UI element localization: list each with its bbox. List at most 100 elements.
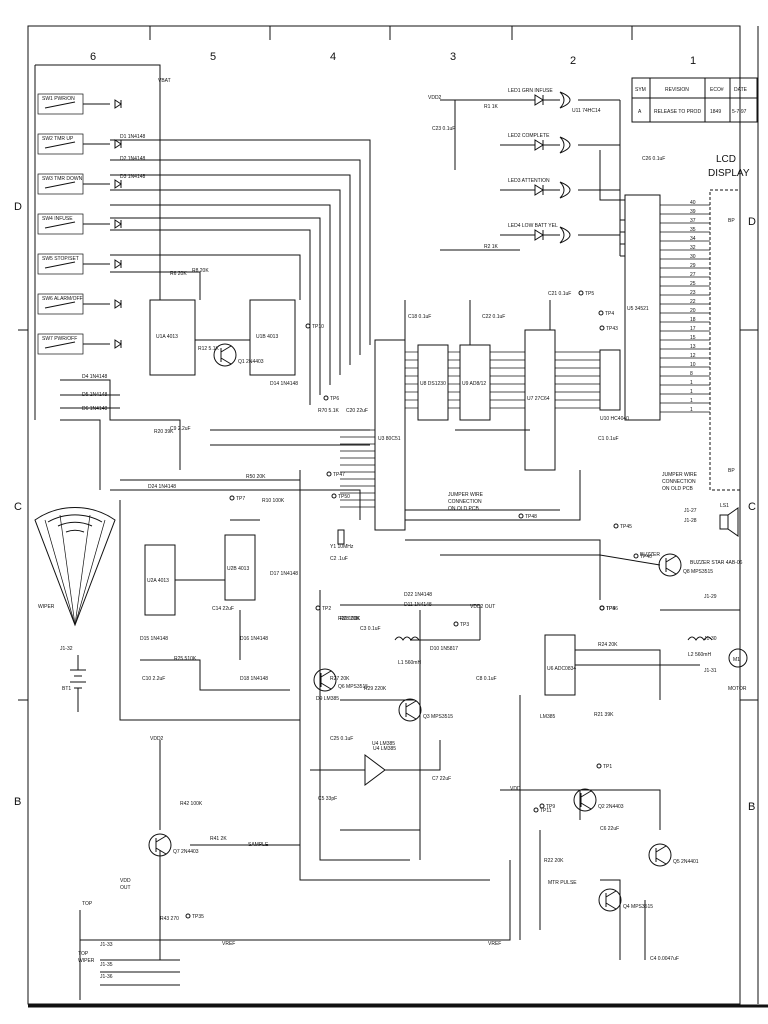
misc-label: L2 560mH: [688, 652, 711, 658]
transistor-2: Q2 2N4403: [573, 788, 624, 812]
rev-head-sym: SYM: [635, 87, 646, 93]
lcd-pin-number: 25: [690, 281, 696, 287]
misc-label: J1-33: [100, 942, 113, 948]
misc-label: J1-36: [100, 974, 113, 980]
lcd-pin-number: 8: [690, 371, 693, 377]
diode-label: D18 1N4148: [240, 676, 268, 682]
test-point-icon: [613, 523, 619, 529]
test-point-label: TP35: [192, 914, 204, 920]
top-wiper-line2: WIPER: [78, 958, 95, 964]
wiper-label: WIPER: [38, 604, 55, 610]
wiring: [34, 64, 741, 1000]
misc-label: J1-28: [684, 518, 697, 524]
ls1-label: LS1: [720, 503, 729, 509]
zone-1: 1: [690, 55, 696, 67]
test-point-label: TP4: [605, 311, 614, 317]
diode-icon: [114, 259, 122, 269]
zone-numbers-top: 6 5 4 3 2 1: [90, 51, 696, 67]
svg-text:CONNECTION: CONNECTION: [662, 479, 696, 485]
test-point-icon: [518, 513, 524, 519]
diode-label: D16 1N4148: [240, 636, 268, 642]
vdd-out-line2: OUT: [120, 885, 131, 891]
lcd-pin-number: 13: [690, 344, 696, 350]
capacitor-label: C14 22uF: [212, 606, 234, 612]
lcd-pin-number: 18: [690, 317, 696, 323]
switch-7: SW7 PWR/OFF: [37, 333, 122, 355]
transistor-icon: [598, 888, 622, 912]
chip-u1a: U1A 4013: [149, 299, 196, 376]
chip-u9: U9 AD8/12: [459, 344, 491, 421]
vdd2-top: VDD2: [428, 95, 442, 101]
vdd2-mid: VDD2: [150, 736, 164, 742]
chip-u8: U8 DS1230: [417, 344, 449, 421]
capacitor-label: C1 0.1uF: [598, 436, 619, 442]
zone-b-right: B: [748, 801, 755, 813]
rev-eco: 1849: [710, 109, 721, 115]
transistor-label: Q5 2N4401: [673, 859, 699, 865]
gate-icon: [559, 181, 571, 199]
vbat-label: VBAT: [158, 78, 171, 84]
zone-d-left: D: [14, 201, 22, 213]
test-point-icon: [598, 310, 604, 316]
test-point-label: TP6: [330, 396, 339, 402]
lcd-bp-top: BP: [728, 218, 735, 224]
test-point-icon: [326, 471, 332, 477]
test-point-icon: [453, 621, 459, 627]
test-point-label: TP43: [606, 326, 618, 332]
transistor-icon: [648, 843, 672, 867]
lcd-pin-number: 1: [690, 389, 693, 395]
misc-label: J1-32: [60, 646, 73, 652]
capacitor-label: C4 0.0047uF: [650, 956, 679, 962]
diode-icon: [114, 339, 122, 349]
misc-label: L1 560mH: [398, 660, 421, 666]
lcd-bp-bottom: BP: [728, 468, 735, 474]
diode-label: D1 1N4148: [120, 134, 146, 140]
transistor-3: Q3 MPS3515: [398, 698, 453, 722]
zone-2: 2: [570, 55, 576, 67]
chip-u2b: U2B 4013: [224, 534, 256, 601]
resistor-label: R28 20K: [340, 616, 360, 622]
test-point-icon: [185, 913, 191, 919]
switch-5: SW5 STOP/SET: [37, 253, 122, 275]
svg-text:U8 DS1230: U8 DS1230: [420, 381, 446, 387]
switch-label: SW3 TMR DOWN: [42, 176, 83, 182]
test-point-icon: [533, 807, 539, 813]
chip-u6-adc: U6 ADC0834: [544, 634, 576, 696]
test-point-icon: [599, 605, 605, 611]
lcd-pin-number: 39: [690, 209, 696, 215]
test-point-icon: [323, 395, 329, 401]
diode-label: D17 1N4148: [270, 571, 298, 577]
resistor-label: R25 510K: [174, 656, 197, 662]
led-icon: [534, 94, 544, 106]
svg-text:U3 80C51: U3 80C51: [378, 436, 401, 442]
transistor-6: Q6 MPS3515: [313, 668, 368, 692]
diode-label: D24 1N4148: [148, 484, 176, 490]
diode-label: D5 1N4148: [82, 392, 108, 398]
capacitor-label: C7 22uF: [432, 776, 451, 782]
svg-text:U5 34521: U5 34521: [627, 306, 649, 312]
inductor-l1: [394, 636, 420, 641]
lcd-segment-bus: 4039373534323029272523222018171513121081…: [660, 200, 710, 413]
resistor-label: R30 100K: [338, 616, 361, 622]
test-point-label: TP2: [322, 606, 331, 612]
test-point-label: TP9: [546, 804, 555, 810]
rev-text: RELEASE TO PROD: [654, 109, 701, 115]
chip-u4-reference: U4 LM385: [364, 746, 396, 786]
buzzer-ls1: LS1 BUZZER: [640, 503, 739, 558]
lcd-title-line2: DISPLAY: [708, 168, 750, 179]
led-label: LED1 GRN INFUSE: [508, 88, 553, 94]
capacitor-label: C3 0.1uF: [360, 626, 381, 632]
lcd-pin-number: 20: [690, 308, 696, 314]
transistor-1: Q1 2N4403: [213, 343, 264, 367]
lcd-pin-number: 22: [690, 299, 696, 305]
lcd-display: LCD DISPLAY BP BP: [708, 154, 750, 491]
svg-text:JUMPER WIRE: JUMPER WIRE: [448, 492, 484, 498]
test-point-icon: [599, 325, 605, 331]
test-point-label: TP5: [585, 291, 594, 297]
svg-text:U2B 4013: U2B 4013: [227, 566, 249, 572]
lcd-pin-number: 23: [690, 290, 696, 296]
svg-text:CONNECTION: CONNECTION: [448, 499, 482, 505]
misc-label: Y1 10MHz: [330, 544, 354, 550]
